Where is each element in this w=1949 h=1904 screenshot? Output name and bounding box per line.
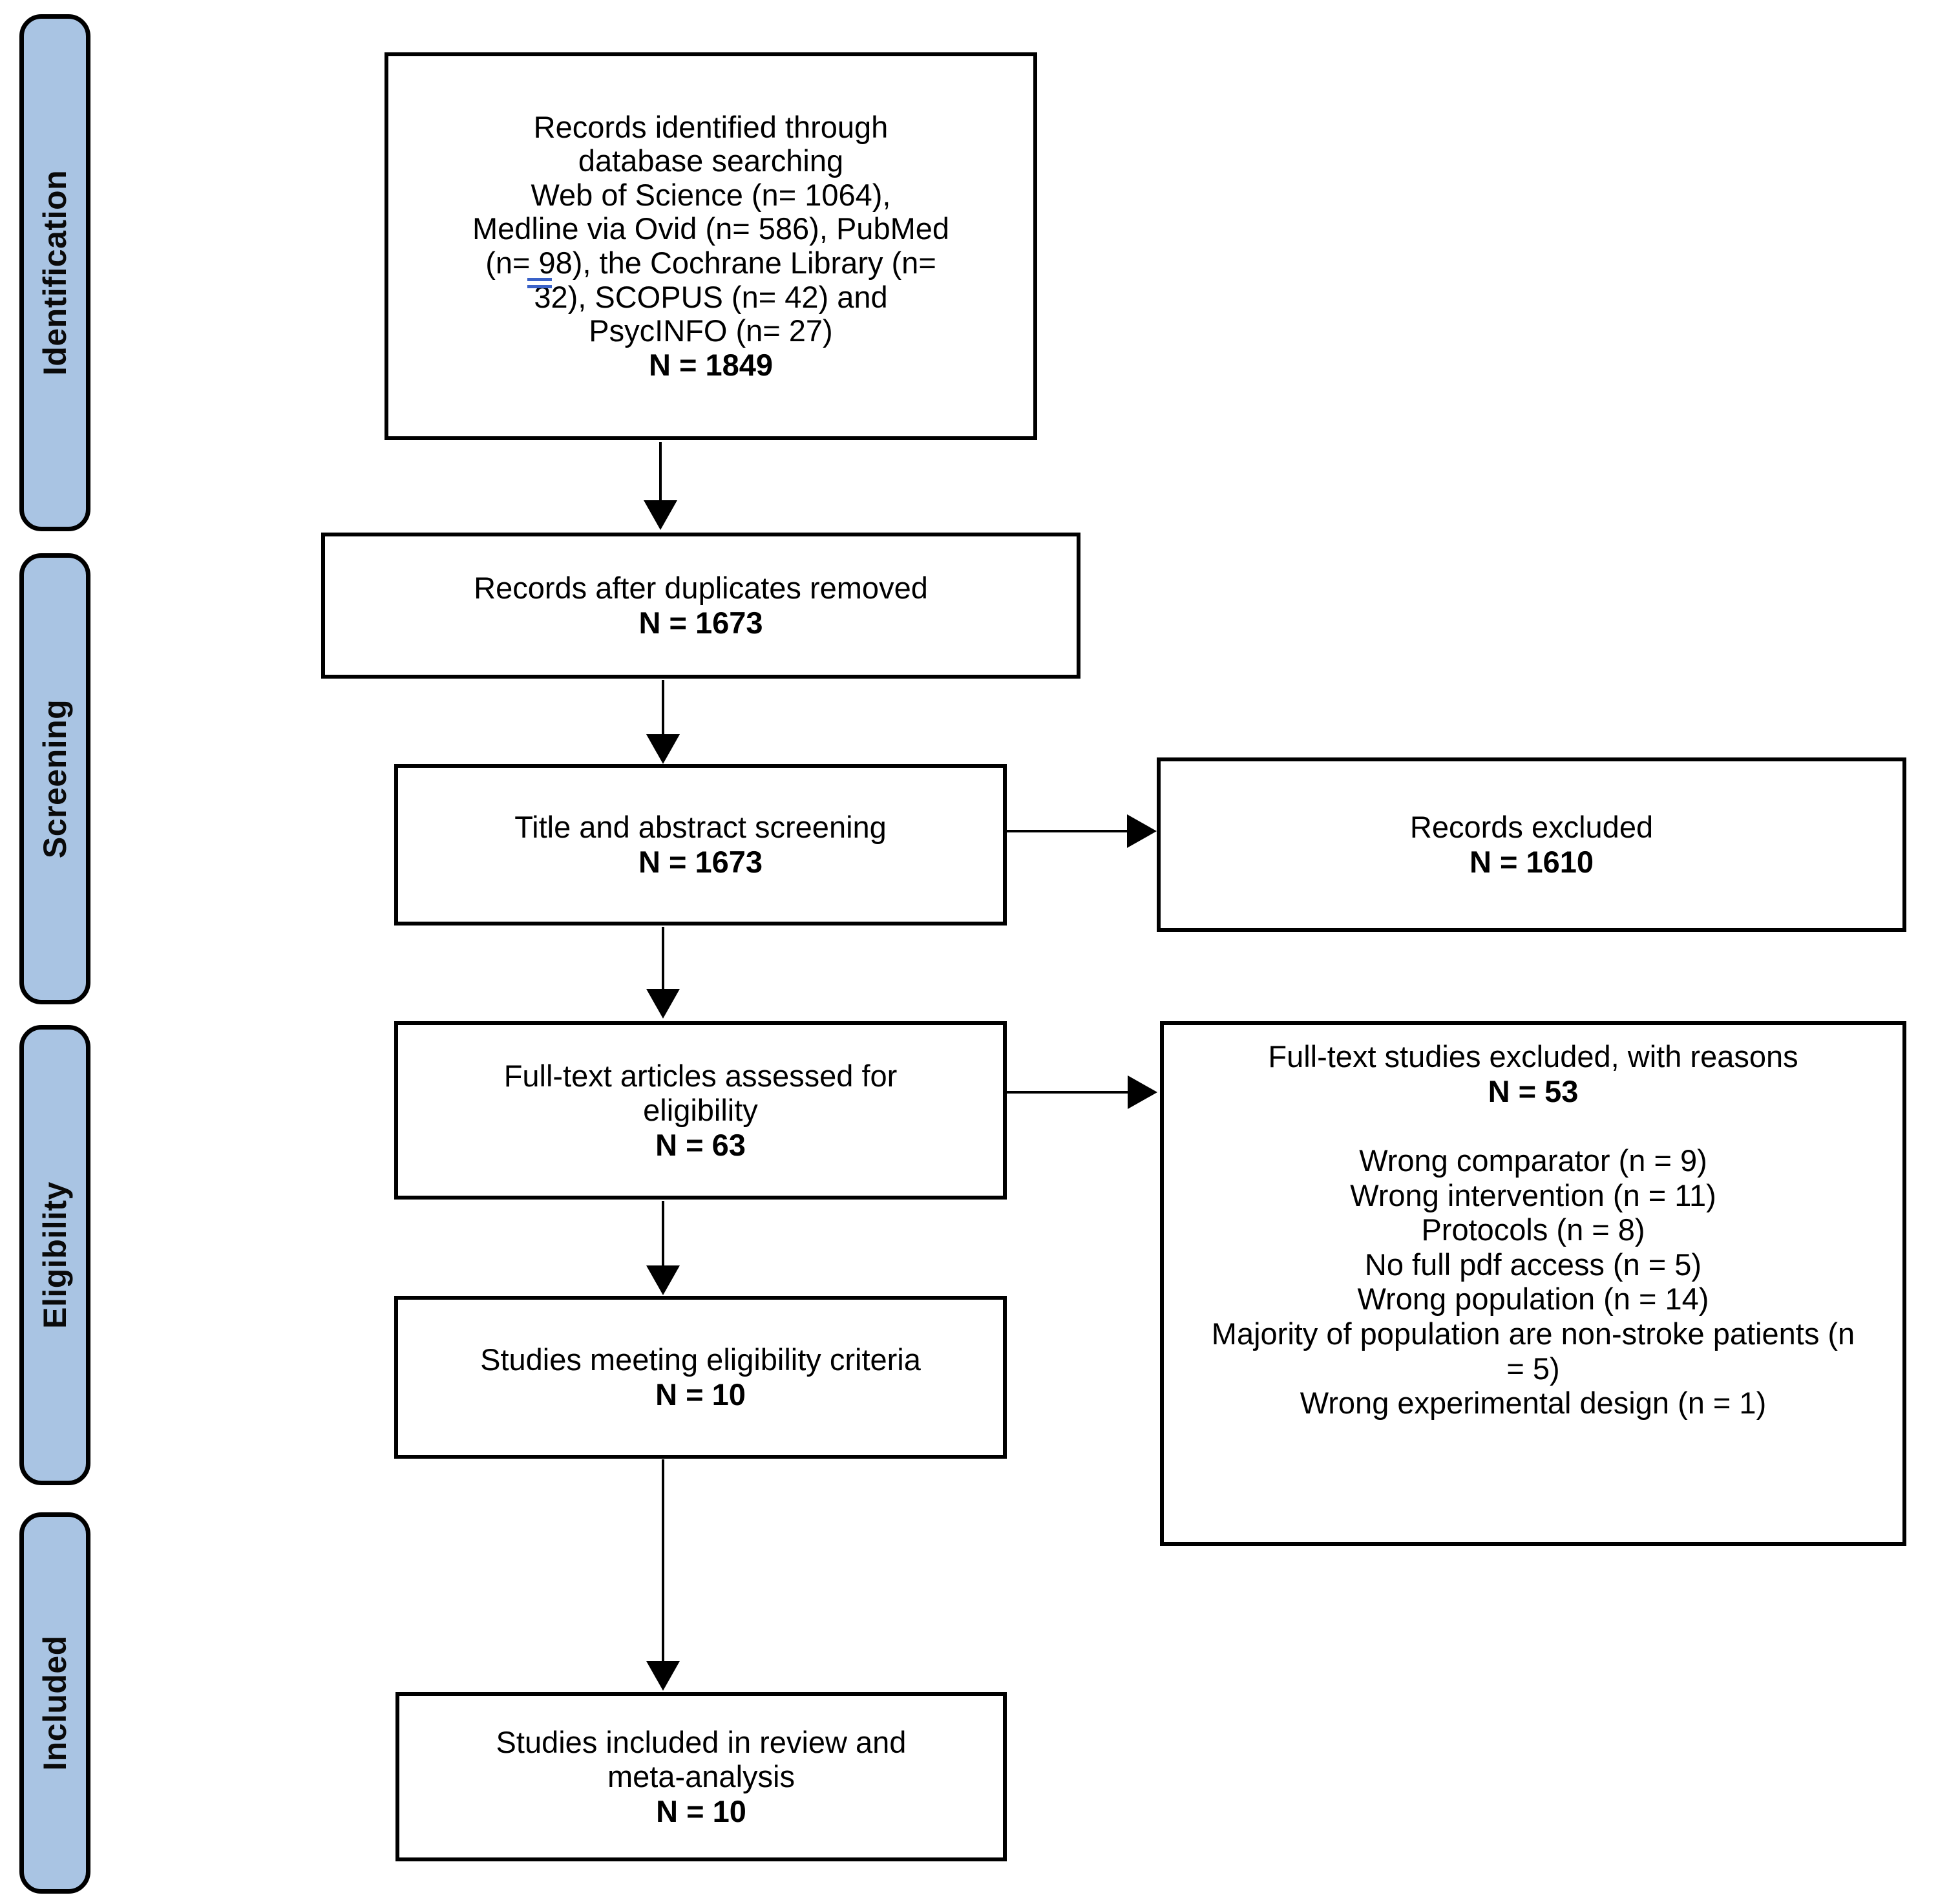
arrow-head-fulltext-to-meeting-criteria [646,1265,680,1295]
box-records-identified: Records identified through database sear… [385,52,1037,440]
box-line: Studies included in review and [496,1724,907,1759]
box-studies-meeting-criteria: Studies meeting eligibility criteria N =… [394,1296,1007,1459]
stage-bar-included: Included [19,1512,90,1894]
connector-line-duplicates-to-screening [662,680,664,737]
box-total: N = 10 [656,1793,746,1828]
arrow-head-duplicates-to-screening [646,734,680,764]
box-studies-included: Studies included in review and meta-anal… [395,1692,1007,1861]
box-line: Studies meeting eligibility criteria [480,1342,921,1377]
stage-bar-identification: Identification [19,14,90,531]
arrow-head-identified-to-duplicates [644,500,677,530]
box-line: (n= 98), the Cochrane Library (n= [485,246,936,280]
exclusion-reason: Protocols (n = 8) [1421,1212,1645,1247]
box-total: N = 1610 [1469,845,1594,879]
box-line: Web of Science (n= 1064), [531,177,891,212]
box-fulltext-assessed: Full-text articles assessed for eligibil… [394,1021,1007,1200]
exclusion-reason: No full pdf access (n = 5) [1364,1247,1702,1282]
arrow-head-screening-to-fulltext [646,989,680,1019]
box-total: N = 10 [655,1377,746,1412]
connector-line-screening-to-fulltext [662,927,664,991]
connector-line-screening-to-excluded [1007,830,1131,832]
stage-bar-eligibility: Eligibility [19,1025,90,1485]
exclusion-reason: Wrong population (n = 14) [1357,1282,1709,1317]
connector-line-identified-to-duplicates [659,442,662,502]
connector-line-fulltext-to-excluded [1007,1091,1130,1094]
box-line: 32), SCOPUS (n= 42) and [534,279,888,314]
stage-label-identification: Identification [37,169,74,376]
box-total: N = 1849 [648,347,774,382]
box-line: eligibility [643,1093,758,1128]
grammar-suggestion-mark [527,278,552,288]
exclusion-reason: Wrong intervention (n = 11) [1350,1178,1716,1212]
box-total: N = 1673 [638,845,763,879]
box-line: meta-analysis [607,1759,795,1794]
box-line: Records after duplicates removed [474,571,928,606]
connector-line-meeting-criteria-to-included [662,1459,664,1664]
arrow-head-meeting-criteria-to-included [646,1661,680,1691]
box-fulltext-excluded-reasons: Full-text studies excluded, with reasons… [1160,1021,1906,1546]
box-records-excluded: Records excluded N = 1610 [1157,757,1906,932]
stage-label-eligibility: Eligibility [37,1181,73,1329]
connector-line-fulltext-to-meeting-criteria [662,1201,664,1268]
box-line: PsycINFO (n= 27) [589,313,833,348]
box-line: Full-text studies excluded, with reasons [1268,1039,1798,1074]
stage-bar-screening: Screening [19,553,90,1004]
stage-label-screening: Screening [37,699,73,859]
box-line: Full-text articles assessed for [503,1058,898,1093]
box-duplicates-removed: Records after duplicates removed N = 167… [321,533,1080,679]
box-line: Title and abstract screening [514,810,887,845]
box-total: N = 53 [1488,1074,1579,1108]
exclusion-reason: Wrong comparator (n = 9) [1359,1143,1707,1178]
box-line: Medline via Ovid (n= 586), PubMed [472,211,950,246]
box-line: database searching [578,143,844,178]
box-line: Records excluded [1409,810,1654,845]
arrow-head-screening-to-excluded [1127,814,1157,848]
arrow-head-fulltext-to-excluded [1128,1075,1157,1109]
exclusion-reason: Majority of population are non-stroke pa… [1211,1317,1855,1386]
stage-label-included: Included [37,1635,74,1771]
exclusion-reason: Wrong experimental design (n = 1) [1300,1386,1767,1421]
box-line: Records identified through [533,109,889,144]
box-title-abstract-screening: Title and abstract screening N = 1673 [394,764,1007,926]
box-total: N = 63 [655,1127,746,1162]
box-total: N = 1673 [638,606,763,640]
